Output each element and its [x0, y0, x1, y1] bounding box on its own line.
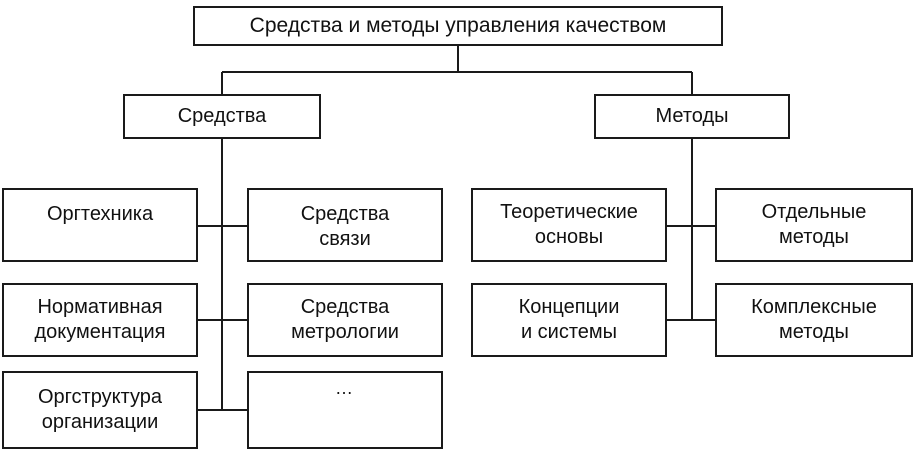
regulatory-documentation-node: Нормативная документация [2, 283, 198, 357]
complex-methods-node: Комплексные методы [715, 283, 913, 357]
org-structure-node: Оргструктура организации [2, 371, 198, 449]
root-node: Средства и методы управления качеством [193, 6, 723, 46]
ellipsis-node: … [247, 371, 443, 449]
concepts-and-systems-node: Концепции и системы [471, 283, 667, 357]
means-node: Средства [123, 94, 321, 139]
individual-methods-node: Отдельные методы [715, 188, 913, 262]
communication-means-node: Средства связи [247, 188, 443, 262]
methods-node: Методы [594, 94, 790, 139]
theoretical-foundations-node: Теоретические основы [471, 188, 667, 262]
metrology-means-node: Средства метрологии [247, 283, 443, 357]
office-equipment-node: Оргтехника [2, 188, 198, 262]
